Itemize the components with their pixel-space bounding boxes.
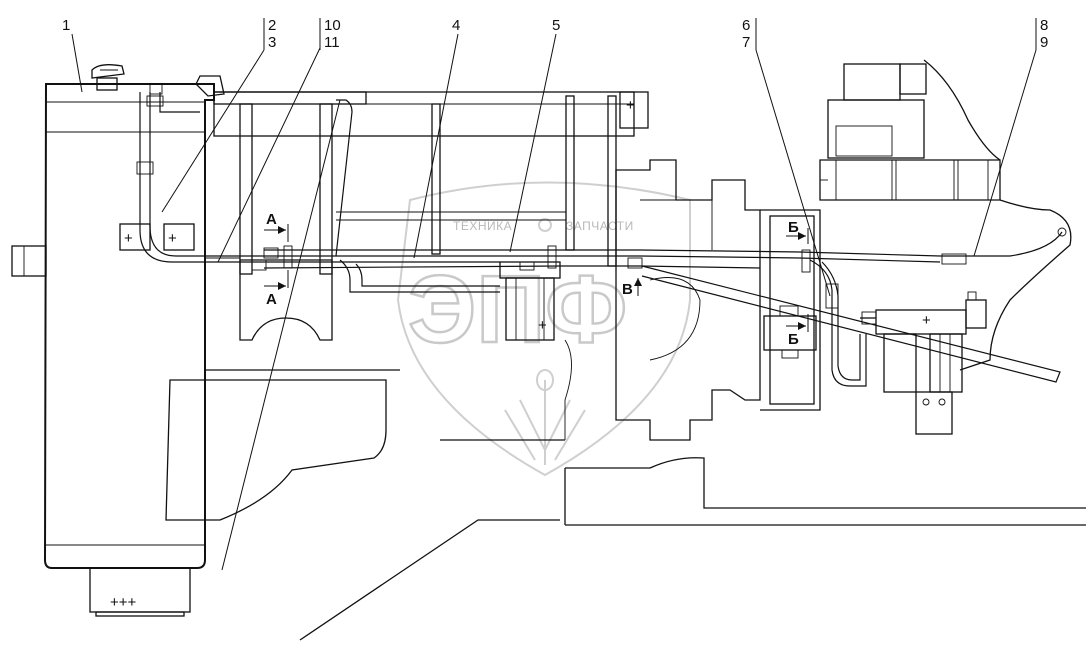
svg-text:+: + [626,97,635,114]
part-label-7: 7 [742,34,750,51]
leader-lines [71,24,1037,571]
part-label-6: 6 [742,17,750,34]
part-label-5: 5 [552,17,560,34]
gear-icon [538,218,552,232]
part-label-2: 2 [268,17,276,34]
section-mark-a-top: А [266,211,277,228]
wheat-icon [504,369,586,465]
part-label-9: 9 [1040,34,1048,51]
fuel-lines [136,92,1067,387]
section-mark-b-top: Б [788,219,799,236]
part-label-4: 4 [452,17,460,34]
part-label-8: 8 [1040,17,1048,34]
engine-block [819,59,1072,371]
watermark-shield [396,181,691,477]
part-label-1: 1 [62,17,70,34]
part-label-11: 11 [324,34,340,51]
section-mark-b-bottom: Б [788,331,799,348]
svg-text:+: + [538,317,547,334]
svg-text:+: + [168,230,177,247]
watermark-text-left: ТЕХНИКА [453,219,512,233]
watermark-letters: ЭПФ [408,256,627,363]
svg-text:+: + [922,312,931,329]
svg-text:+++: +++ [110,594,137,611]
section-mark-v: В [622,281,633,298]
part-label-3: 3 [268,34,276,51]
fuel-filters: + [860,291,987,435]
chassis-lower [165,369,1086,641]
section-marks: А А Б Б В [264,211,809,348]
gearbox-housing [564,159,821,441]
section-mark-a-bottom: А [266,291,277,308]
part-numbers: 1 2 3 4 5 6 7 8 9 10 11 [62,17,1048,51]
svg-text:+: + [124,230,133,247]
watermark: ТЕХНИКА ЗАПЧАСТИ ЭПФ [396,181,691,477]
fuel-pump: + [499,261,561,341]
watermark-text-right: ЗАПЧАСТИ [566,219,634,233]
part-label-10: 10 [324,17,341,34]
fuel-tank: +++ [11,64,225,617]
